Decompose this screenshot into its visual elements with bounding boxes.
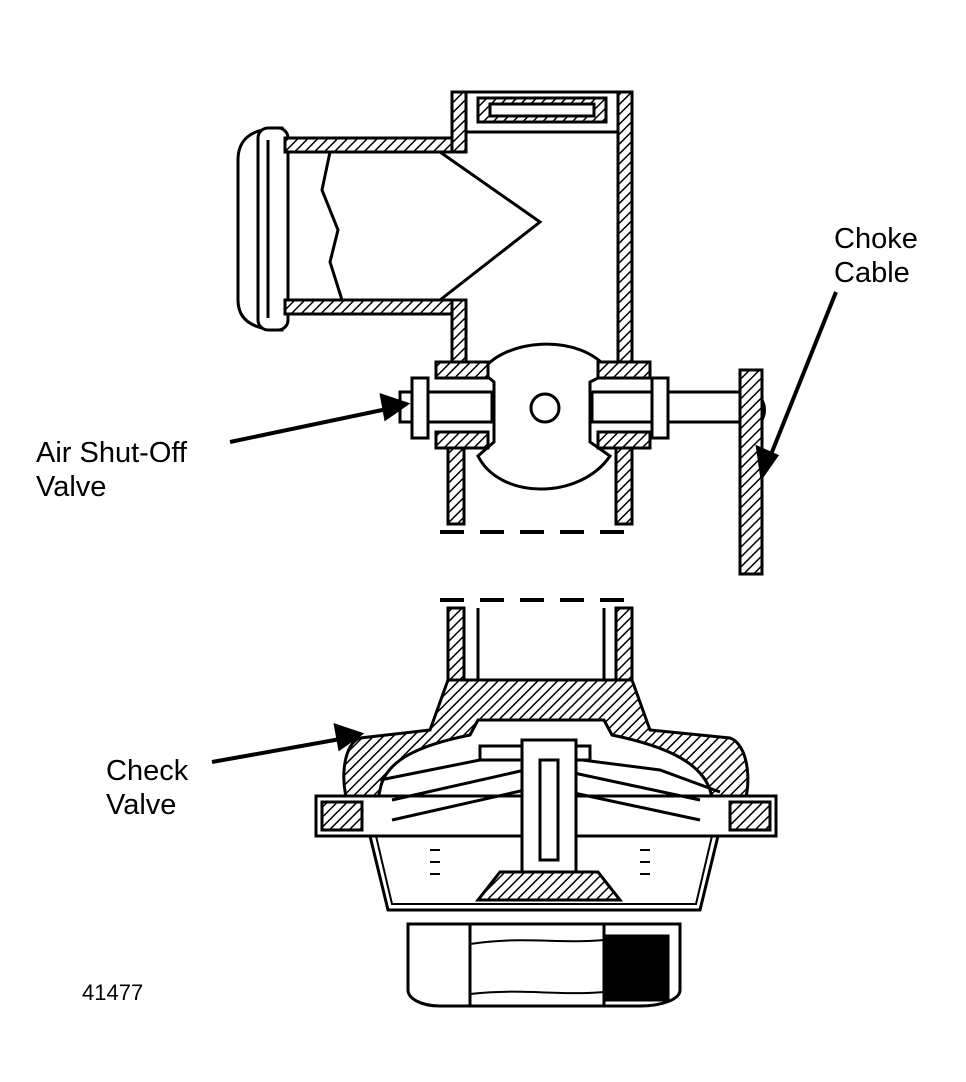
butterfly-valve: [398, 342, 766, 576]
leader-arrows: [211, 291, 838, 764]
label-choke-cable: Choke Cable: [834, 222, 918, 290]
figure-number: 41477: [82, 980, 144, 1005]
label-check-valve: Check Valve: [106, 754, 188, 822]
choke-cable-arrowhead: [755, 444, 780, 482]
label-air-shutoff-line2: Valve: [36, 471, 107, 503]
label-check-valve-line1: Check: [106, 755, 189, 787]
label-choke-cable-line2: Cable: [834, 257, 910, 289]
inlet-tube: [236, 126, 543, 332]
label-air-shutoff-line1: Air Shut-Off: [36, 437, 187, 469]
label-air-shutoff-valve: Air Shut-Off Valve: [36, 436, 187, 504]
check-valve-arrowhead: [333, 723, 365, 752]
tee-body: [446, 90, 634, 526]
label-check-valve-line2: Valve: [106, 789, 177, 821]
air-shutoff-arrowhead: [379, 393, 411, 422]
break-lines: [440, 530, 640, 602]
check-valve-housing: [314, 678, 778, 1008]
label-choke-cable-line1: Choke: [834, 223, 918, 255]
